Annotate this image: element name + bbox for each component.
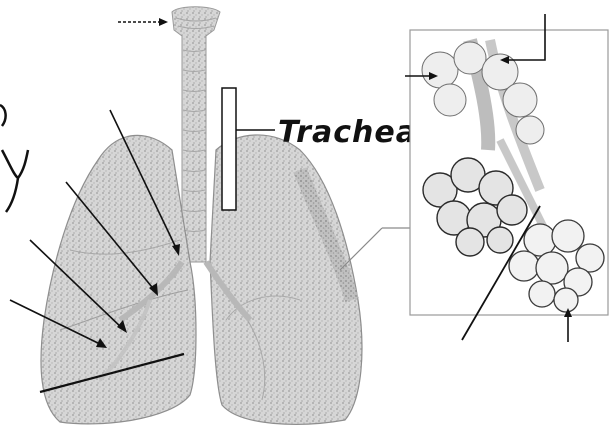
trachea-label: Trachea — [278, 115, 417, 150]
left-lung — [41, 135, 196, 424]
alveoli-inset — [410, 30, 608, 315]
larynx-arrow — [118, 18, 168, 26]
partial-handwriting — [2, 150, 28, 212]
partial-handwriting-top — [0, 105, 6, 126]
